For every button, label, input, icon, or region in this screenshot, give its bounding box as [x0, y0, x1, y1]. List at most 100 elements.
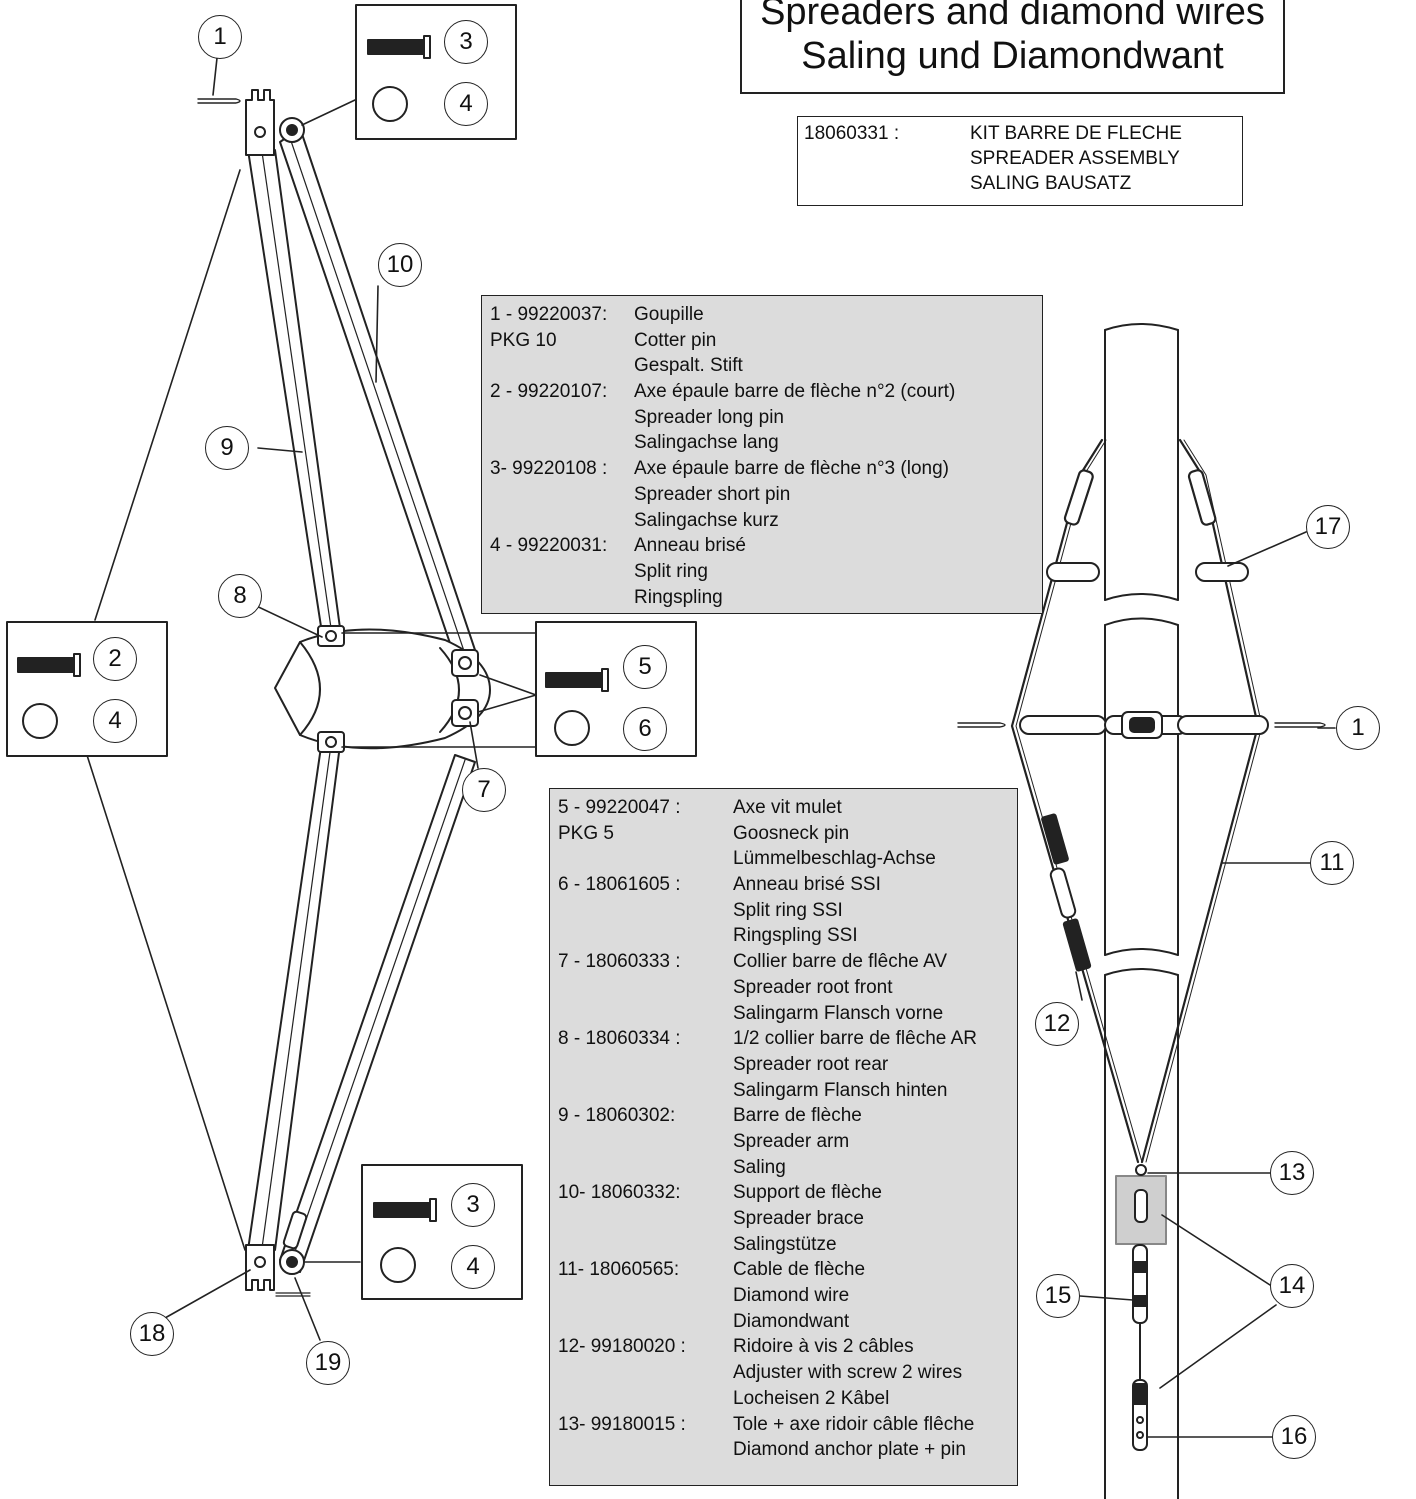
legend-row: Adjuster with screw 2 wires	[550, 1362, 1017, 1388]
callout-15: 15	[1036, 1274, 1080, 1318]
callout-4-top: 4	[444, 82, 488, 126]
inset-pin-ring-left	[6, 621, 168, 757]
part-description: Goupille	[634, 304, 704, 325]
legend-row: 6 - 18061605 :Anneau brisé SSI	[550, 874, 1017, 900]
legend-row: Gespalt. Stift	[482, 355, 1042, 381]
part-description: Tole + axe ridoir câble flêche	[733, 1413, 975, 1435]
legend-row: Diamond wire	[550, 1285, 1017, 1311]
kit-line: SPREADER ASSEMBLY	[970, 148, 1180, 169]
part-description: Spreader short pin	[634, 483, 791, 505]
legend-row: 2 - 99220107:Axe épaule barre de flèche …	[482, 381, 1042, 407]
callout-17: 17	[1306, 505, 1350, 549]
part-description: Goosneck pin	[733, 822, 850, 844]
callout-12: 12	[1035, 1002, 1079, 1046]
part-description: Ringspling	[634, 586, 723, 608]
legend-row: Salingachse lang	[482, 432, 1042, 458]
legend-row: Salingarm Flansch hinten	[550, 1080, 1017, 1106]
anchor-plate	[1115, 1164, 1167, 1451]
title-box: Spreaders and diamond wires Saling und D…	[740, 0, 1285, 94]
part-description: Spreader root front	[733, 976, 893, 998]
legend-row: Ringspling SSI	[550, 925, 1017, 951]
legend-row: 11- 18060565: Cable de flèche	[550, 1259, 1017, 1285]
callout-7: 7	[462, 768, 506, 812]
callout-3-bottom: 3	[451, 1183, 495, 1227]
kit-line: KIT BARRE DE FLECHE	[970, 123, 1182, 144]
legend-row: Spreader short pin	[482, 484, 1042, 510]
part-description: Split ring SSI	[733, 899, 843, 921]
legend-row: Spreader root front	[550, 977, 1017, 1003]
part-description: Axe épaule barre de flèche n°2 (court)	[634, 381, 956, 403]
mast-section	[1104, 323, 1179, 1499]
legend-row: PKG 5 Goosneck pin	[550, 823, 1017, 849]
part-description: 1/2 collier barre de flêche AR	[733, 1028, 977, 1050]
part-number: 11- 18060565:	[558, 1259, 680, 1281]
part-description: Diamond anchor plate + pin	[733, 1439, 966, 1461]
part-number: 1 - 99220037:	[490, 304, 608, 325]
part-number: 10- 18060332:	[558, 1182, 681, 1204]
legend-row: Spreader root rear	[550, 1054, 1017, 1080]
legend-row: 12- 99180020 :Ridoire à vis 2 câbles	[550, 1336, 1017, 1362]
part-description: Saling	[733, 1156, 786, 1178]
legend-row: 5 - 99220047 :Axe vit mulet	[550, 797, 1017, 823]
legend-row: Salingachse kurz	[482, 510, 1042, 536]
part-description: Diamond wire	[733, 1285, 850, 1307]
part-number: 4 - 99220031:	[490, 535, 608, 557]
spreader-brace	[279, 127, 476, 1273]
spreader-rungs	[957, 562, 1326, 739]
diamond-wire	[1010, 438, 1263, 1164]
bottom-fitting	[245, 1210, 311, 1297]
part-description: Salingstütze	[733, 1233, 837, 1255]
callout-13: 13	[1270, 1151, 1314, 1195]
callout-18: 18	[130, 1312, 174, 1356]
part-description: Cotter pin	[634, 329, 717, 351]
part-number: PKG 5	[558, 822, 614, 844]
callout-4-left: 4	[93, 699, 137, 743]
callout-1-top: 1	[198, 15, 242, 59]
part-description: Ridoire à vis 2 câbles	[733, 1336, 914, 1358]
callout-14: 14	[1270, 1264, 1314, 1308]
part-description: Anneau brisé SSI	[733, 874, 881, 896]
callout-2: 2	[93, 637, 137, 681]
part-description: Adjuster with screw 2 wires	[733, 1362, 963, 1384]
kit-description: KIT BARRE DE FLECHE SPREADER ASSEMBLY SA…	[970, 121, 1182, 196]
part-description: Ringspling SSI	[733, 925, 858, 947]
legend-row: 10- 18060332: Support de flèche	[550, 1182, 1017, 1208]
part-number: 5 - 99220047 :	[558, 797, 681, 818]
legend-row: 7 - 18060333 :Collier barre de flêche AV	[550, 951, 1017, 977]
part-description: Salingachse lang	[634, 432, 779, 454]
part-description: Cable de flèche	[733, 1259, 866, 1281]
legend-row: Locheisen 2 Kâbel	[550, 1388, 1017, 1414]
legend-row: Diamond anchor plate + pin	[550, 1439, 1017, 1465]
part-description: Split ring	[634, 560, 708, 582]
part-description: Support de flèche	[733, 1182, 882, 1204]
spreader-root	[274, 625, 491, 753]
legend-row: Split ring SSI	[550, 900, 1017, 926]
inset-pin-ring-middle	[535, 621, 697, 757]
inset-pin-ring-top	[355, 4, 517, 140]
callout-6: 6	[623, 707, 667, 751]
legend-row: Spreader long pin	[482, 407, 1042, 433]
part-number: PKG 10	[490, 329, 557, 351]
callout-8: 8	[218, 574, 262, 618]
part-description: Salingarm Flansch vorne	[733, 1002, 944, 1024]
part-description: Axe épaule barre de flèche n°3 (long)	[634, 458, 949, 480]
part-number: 9 - 18060302:	[558, 1105, 676, 1127]
part-description: Lümmelbeschlag-Achse	[733, 848, 936, 870]
part-description: Anneau brisé	[634, 535, 746, 557]
callout-10: 10	[378, 243, 422, 287]
legend-row: 4 - 99220031: Anneau brisé	[482, 535, 1042, 561]
callout-1-right: 1	[1336, 706, 1380, 750]
callout-9: 9	[205, 426, 249, 470]
callout-5: 5	[623, 645, 667, 689]
legend-row: Diamondwant	[550, 1311, 1017, 1337]
part-description: Salingarm Flansch hinten	[733, 1079, 948, 1101]
legend-row: 3- 99220108 :Axe épaule barre de flèche …	[482, 458, 1042, 484]
part-number: 13- 99180015 :	[558, 1413, 686, 1435]
part-description: Barre de flèche	[733, 1105, 862, 1127]
legend-row: Ringspling	[482, 587, 1042, 613]
callout-16: 16	[1272, 1415, 1316, 1459]
title-line-1: Spreaders and diamond wires	[760, 0, 1265, 33]
